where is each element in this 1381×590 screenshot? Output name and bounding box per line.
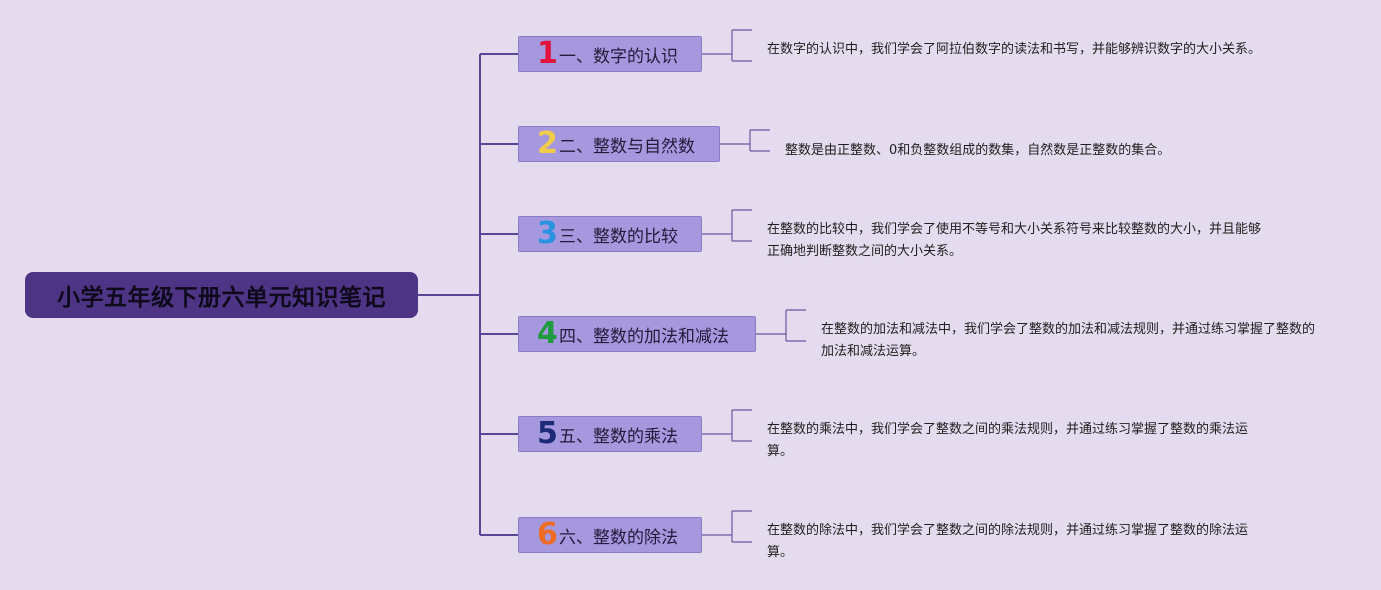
number-1-icon: 1: [537, 36, 558, 71]
topic-4[interactable]: 4 四、整数的加法和减法: [518, 316, 756, 352]
bracket-6: [702, 510, 752, 543]
number-6-icon: 6: [537, 517, 558, 552]
bracket-5: [702, 409, 752, 442]
bracket-4: [756, 309, 806, 342]
topic-2-desc: 整数是由正整数、0和负整数组成的数集，自然数是正整数的集合。: [785, 143, 1171, 158]
topic-2-label: 二、整数与自然数: [559, 136, 695, 157]
number-2-icon: 2: [537, 126, 558, 161]
topic-5[interactable]: 5 五、整数的乘法: [518, 416, 702, 452]
topic-5-desc: 在整数的乘法中，我们学会了整数之间的乘法规则，并通过练习掌握了整数的乘法运算。: [767, 422, 1249, 459]
topic-5-label: 五、整数的乘法: [559, 426, 678, 447]
bracket-1: [702, 29, 752, 62]
topic-1[interactable]: 1 一、数字的认识: [518, 36, 702, 72]
number-3-icon: 3: [537, 216, 558, 251]
topic-6[interactable]: 6 六、整数的除法: [518, 517, 702, 553]
topic-1-desc: 在数字的认识中，我们学会了阿拉伯数字的读法和书写，并能够辨识数字的大小关系。: [767, 42, 1262, 57]
bracket-2: [720, 129, 770, 152]
topic-3-desc: 在整数的比较中，我们学会了使用不等号和大小关系符号来比较整数的大小，并且能够正确…: [767, 222, 1262, 259]
topic-3[interactable]: 3 三、整数的比较: [518, 216, 702, 252]
number-5-icon: 5: [537, 416, 558, 451]
topic-2[interactable]: 2 二、整数与自然数: [518, 126, 720, 162]
bracket-3: [702, 209, 752, 242]
topic-3-label: 三、整数的比较: [559, 226, 678, 247]
topic-4-label: 四、整数的加法和减法: [559, 326, 729, 347]
topic-1-label: 一、数字的认识: [559, 46, 678, 67]
topic-6-label: 六、整数的除法: [559, 527, 678, 548]
topic-4-desc: 在整数的加法和减法中，我们学会了整数的加法和减法规则，并通过练习掌握了整数的加法…: [821, 322, 1316, 359]
topic-6-desc: 在整数的除法中，我们学会了整数之间的除法规则，并通过练习掌握了整数的除法运算。: [767, 523, 1249, 560]
number-4-icon: 4: [537, 316, 558, 351]
root-title: 小学五年级下册六单元知识笔记: [25, 272, 418, 318]
